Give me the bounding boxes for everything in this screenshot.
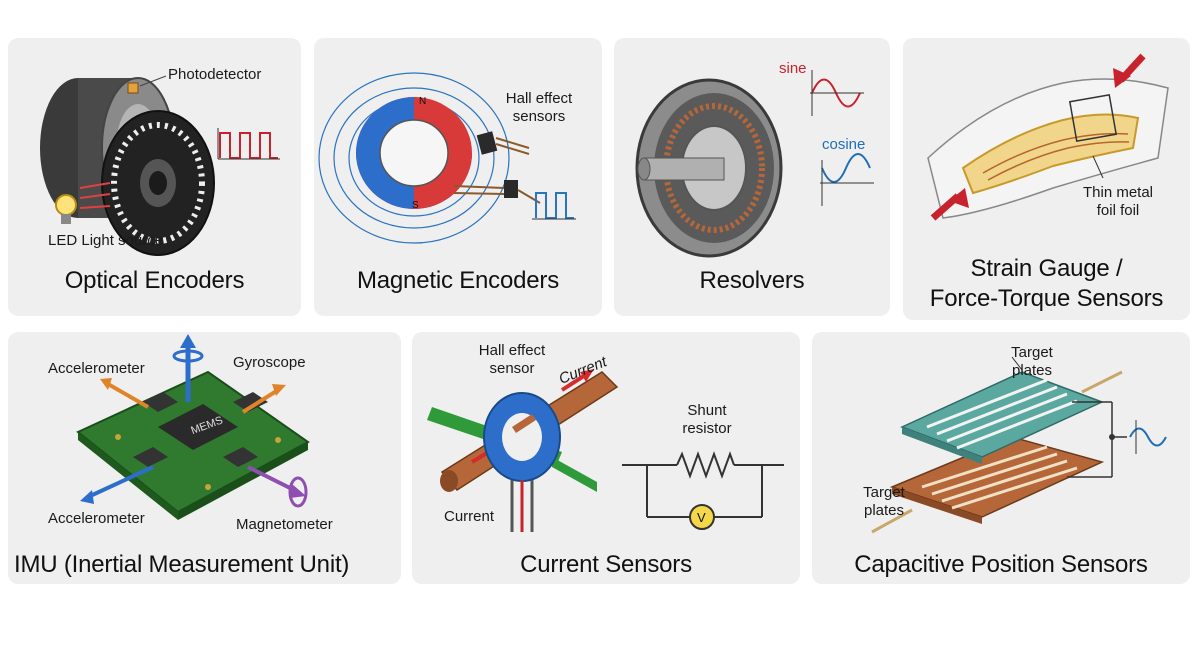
card-title-current-sensors: Current Sensors bbox=[520, 551, 692, 578]
shunt-line-2: resistor bbox=[682, 420, 732, 437]
shunt-line-1: Shunt bbox=[687, 402, 727, 419]
imu-illustration: MEMS bbox=[76, 334, 310, 520]
foil-line-2: foil foil bbox=[1096, 202, 1140, 219]
target-bottom-line-1: Target bbox=[863, 484, 905, 501]
magnetometer-label: Magnetometer bbox=[236, 516, 333, 533]
card-imu: MEMS Accelerometer Gyroscope Acceleromet… bbox=[8, 332, 401, 584]
pole-s-mark: S bbox=[412, 200, 419, 211]
gyroscope-label: Gyroscope bbox=[233, 354, 306, 371]
card-current-sensors: V Hall effect sensor Current Current Shu… bbox=[412, 332, 800, 584]
hall-effect-sensor-label: Hall effect sensor bbox=[462, 342, 562, 378]
hall-line-1: Hall effect bbox=[505, 90, 573, 107]
current-hall-line-1: Hall effect bbox=[478, 342, 546, 359]
card-magnetic-encoders: N S Hall effect sensors Magnetic Encoder… bbox=[314, 38, 602, 316]
strain-title-line-2: Force-Torque Sensors bbox=[929, 285, 1164, 312]
cosine-label: cosine bbox=[822, 136, 866, 153]
target-plates-top-label: Target plates bbox=[1002, 344, 1062, 380]
voltmeter-symbol: V bbox=[697, 510, 706, 525]
capacitive-sensor-illustration bbox=[871, 356, 1167, 534]
pole-n-mark: N bbox=[419, 96, 426, 107]
target-top-line-1: Target bbox=[1011, 344, 1053, 361]
accelerometer-bottom-label: Accelerometer bbox=[48, 510, 145, 527]
current-hall-line-2: sensor bbox=[489, 360, 535, 377]
magnetic-encoder-illustration: N S bbox=[318, 72, 576, 244]
led-light-source-label: LED Light source bbox=[48, 232, 164, 249]
hall-effect-sensors-label: Hall effect sensors bbox=[489, 90, 589, 126]
card-capacitive-sensors: Target plates Target plates Capacitive P… bbox=[812, 332, 1190, 584]
accelerometer-top-label: Accelerometer bbox=[48, 360, 145, 377]
card-optical-encoders: Photodetector LED Light source Optical E… bbox=[8, 38, 301, 316]
card-title-imu: IMU (Inertial Measurement Unit) bbox=[14, 551, 350, 578]
card-title-capacitive-sensors: Capacitive Position Sensors bbox=[854, 551, 1148, 578]
foil-line-1: Thin metal bbox=[1082, 184, 1154, 201]
sine-label: sine bbox=[779, 60, 807, 77]
card-title-strain-gauge: Strain Gauge / Force-Torque Sensors bbox=[903, 254, 1190, 314]
hall-line-2: sensors bbox=[512, 108, 566, 125]
resolver-illustration bbox=[635, 70, 874, 258]
target-bottom-line-2: plates bbox=[863, 502, 905, 519]
card-resolvers: sine cosine Resolvers bbox=[614, 38, 890, 316]
card-title-optical-encoders: Optical Encoders bbox=[64, 267, 245, 294]
card-title-resolvers: Resolvers bbox=[699, 267, 805, 294]
shunt-resistor-label: Shunt resistor bbox=[662, 402, 752, 438]
thin-metal-foil-label: Thin metal foil foil bbox=[1063, 184, 1173, 220]
strain-gauge-illustration bbox=[927, 53, 1169, 221]
card-strain-gauge: Thin metal foil foil Strain Gauge / Forc… bbox=[903, 38, 1190, 320]
photodetector-label: Photodetector bbox=[168, 66, 262, 83]
current-bottom-label: Current bbox=[444, 508, 495, 525]
optical-encoder-illustration bbox=[40, 75, 280, 256]
strain-title-line-1: Strain Gauge / bbox=[970, 255, 1123, 282]
current-sensor-illustration: V bbox=[427, 369, 784, 532]
target-plates-bottom-label: Target plates bbox=[854, 484, 914, 520]
card-title-magnetic-encoders: Magnetic Encoders bbox=[356, 267, 560, 294]
target-top-line-2: plates bbox=[1011, 362, 1053, 379]
